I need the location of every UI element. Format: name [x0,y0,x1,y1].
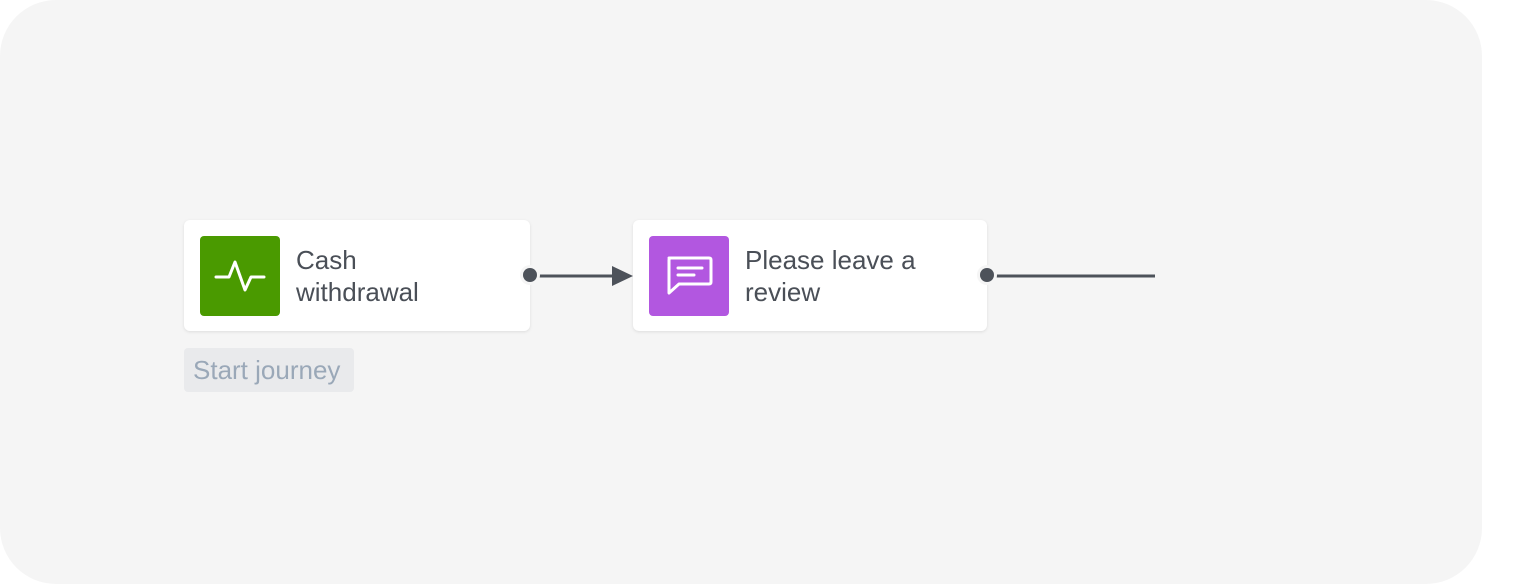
port-dot [523,268,537,282]
message-node-leave-review[interactable]: Please leave a review [633,220,997,331]
chat-message-icon [667,256,713,294]
port-dot [980,268,994,282]
trigger-output-port[interactable] [520,265,540,285]
activity-pulse-icon [214,260,266,291]
message-node-title: Please leave a review [745,244,916,307]
connector-arrowhead [612,266,633,286]
message-output-port[interactable] [977,265,997,285]
trigger-icon-box [200,235,280,316]
trigger-node-cash-withdrawal[interactable]: Cash withdrawal [184,220,540,331]
start-journey-label: Start journey [184,348,355,392]
journey-canvas[interactable]: Cash withdrawal Please leave a review St… [0,0,1482,584]
trigger-node-title: Cash withdrawal [296,244,419,307]
message-icon-box [649,235,729,316]
